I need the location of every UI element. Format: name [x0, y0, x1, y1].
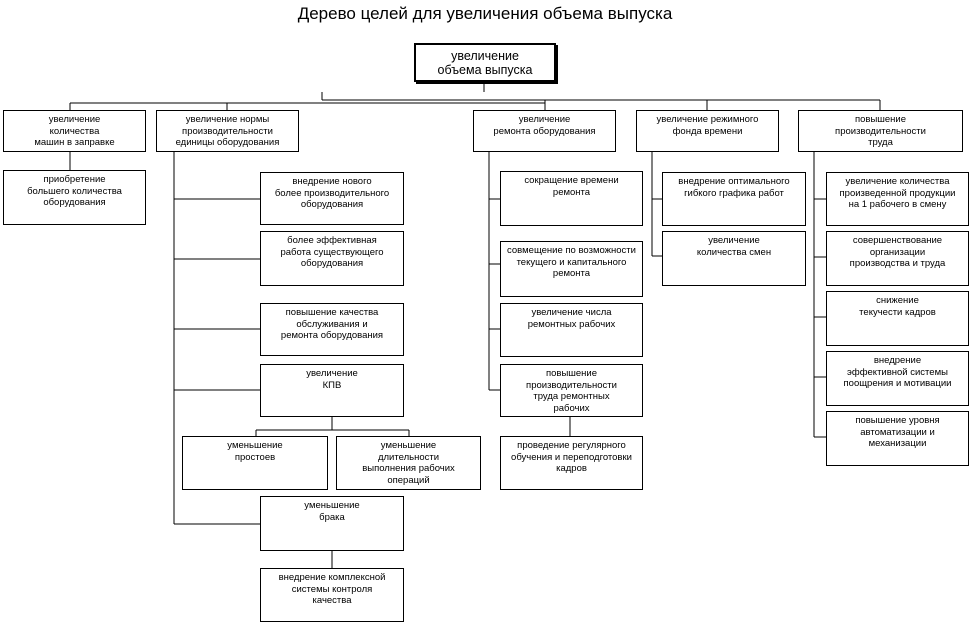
subgoal-output-per-worker: увеличение количества произведенной прод… — [826, 172, 969, 226]
goal-labor-productivity: повышение производительности труда — [798, 110, 963, 152]
goal-machine-count: увеличение количества машин в заправке — [3, 110, 146, 152]
root-goal-box: увеличение объема выпуска — [414, 43, 556, 82]
subgoal-reduce-downtime: уменьшение простоев — [182, 436, 328, 490]
subgoal-quality-control-system: внедрение комплексной системы контроля к… — [260, 568, 404, 622]
subgoal-more-shifts: увеличение количества смен — [662, 231, 806, 286]
subgoal-service-quality: повышение качества обслуживания и ремонт… — [260, 303, 404, 356]
goal-equipment-productivity: увеличение нормы производительности един… — [156, 110, 299, 152]
subgoal-reduce-repair-time: сокращение времени ремонта — [500, 171, 643, 226]
diagram-title: Дерево целей для увеличения объема выпус… — [297, 4, 673, 23]
subgoal-staff-training: проведение регулярного обучения и перепо… — [500, 436, 643, 490]
subgoal-motivation-system: внедрение эффективной системы поощрения … — [826, 351, 969, 406]
subgoal-automation: повышение уровня автоматизации и механиз… — [826, 411, 969, 466]
subgoal-reduce-operation-time: уменьшение длительности выполнения рабоч… — [336, 436, 481, 490]
goal-equipment-repair: увеличение ремонта оборудования — [473, 110, 616, 152]
subgoal-organization-improvement: совершенствование организации производст… — [826, 231, 969, 286]
subgoal-efficient-operation: более эффективная работа существующего о… — [260, 231, 404, 286]
subgoal-more-repair-workers: увеличение числа ремонтных рабочих — [500, 303, 643, 357]
subgoal-kpv-increase: увеличение КПВ — [260, 364, 404, 417]
goal-working-time-fund: увеличение режимного фонда времени — [636, 110, 779, 152]
subgoal-reduce-defects: уменьшение брака — [260, 496, 404, 551]
subgoal-combine-repairs: совмещение по возможности текущего и кап… — [500, 241, 643, 297]
subgoal-reduce-turnover: снижение текучести кадров — [826, 291, 969, 346]
subgoal-new-equipment: внедрение нового более производительного… — [260, 172, 404, 225]
subgoal-buy-equipment: приобретение большего количества оборудо… — [3, 170, 146, 225]
subgoal-repair-worker-productivity: повышение производительности труда ремон… — [500, 364, 643, 417]
subgoal-flexible-schedule: внедрение оптимального гибкого графика р… — [662, 172, 806, 226]
